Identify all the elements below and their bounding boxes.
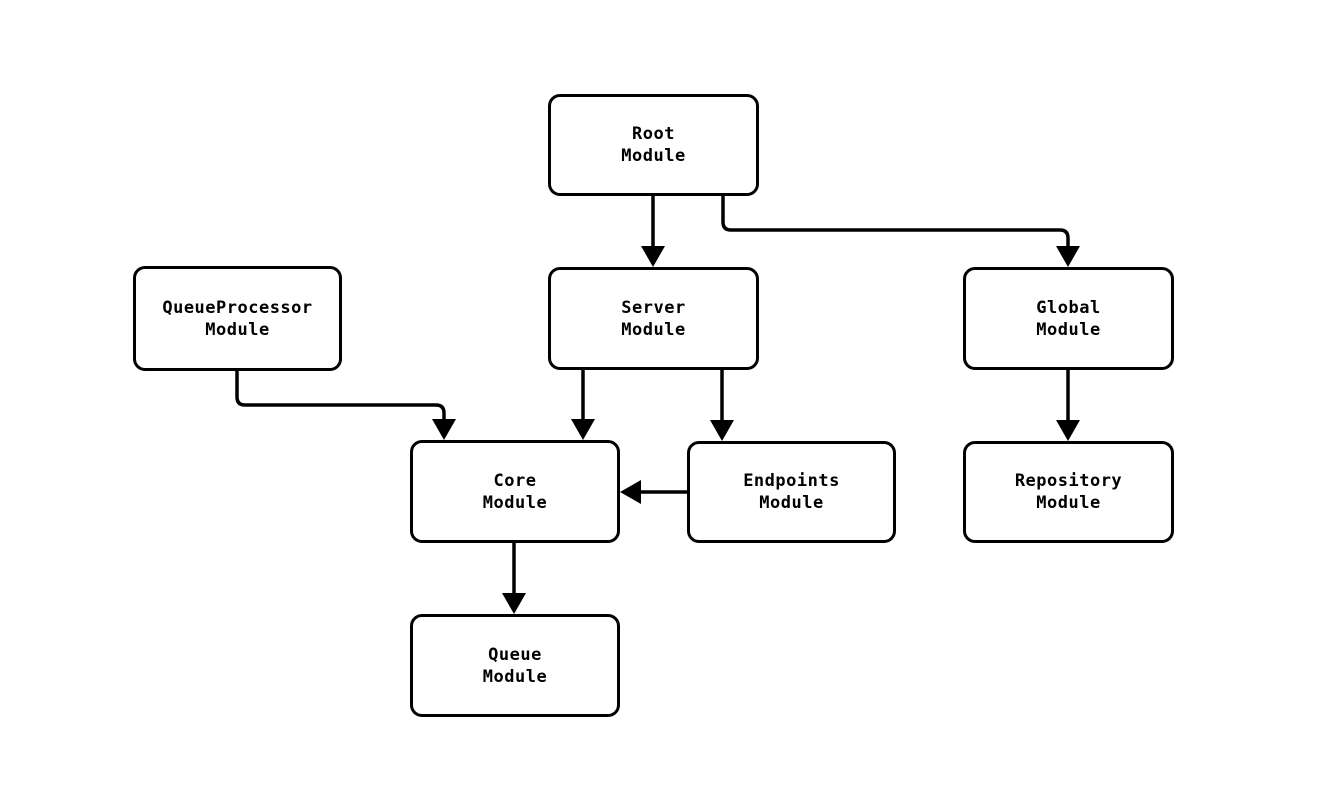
node-global[interactable]: Global Module: [963, 267, 1174, 370]
node-endpoints-label: Endpoints Module: [743, 470, 840, 514]
node-queue[interactable]: Queue Module: [410, 614, 620, 717]
node-core[interactable]: Core Module: [410, 440, 620, 543]
node-queueprocessor-label: QueueProcessor Module: [162, 297, 312, 341]
node-repository[interactable]: Repository Module: [963, 441, 1174, 543]
node-core-label: Core Module: [483, 470, 547, 514]
node-global-label: Global Module: [1036, 297, 1100, 341]
node-queue-label: Queue Module: [483, 644, 547, 688]
node-repository-label: Repository Module: [1015, 470, 1122, 514]
node-root[interactable]: Root Module: [548, 94, 759, 196]
node-root-label: Root Module: [621, 123, 685, 167]
node-server-label: Server Module: [621, 297, 685, 341]
node-queueprocessor[interactable]: QueueProcessor Module: [133, 266, 342, 371]
node-endpoints[interactable]: Endpoints Module: [687, 441, 896, 543]
node-server[interactable]: Server Module: [548, 267, 759, 370]
